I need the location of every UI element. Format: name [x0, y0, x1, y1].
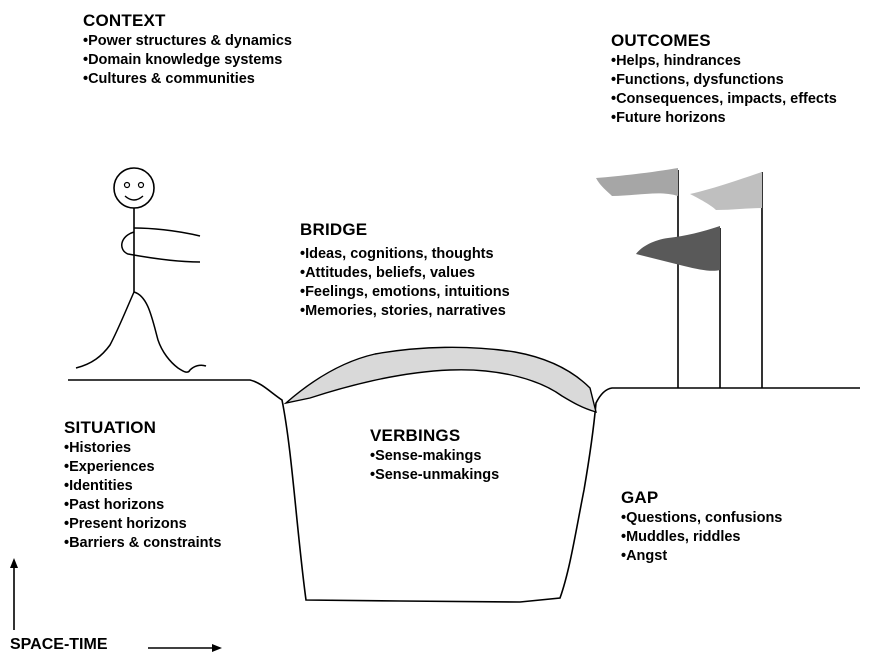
situation-item: •Identities: [64, 478, 133, 494]
stick-figure-head: [113, 167, 155, 209]
gap-block: GAP •Questions, confusions •Muddles, rid…: [621, 487, 782, 566]
bridge-shape: [283, 346, 597, 414]
verbings-block: VERBINGS •Sense-makings •Sense-unmakings: [370, 425, 499, 485]
context-item: •Power structures & dynamics: [83, 33, 292, 49]
stick-figure-left-eye: [123, 181, 131, 189]
situation-heading: SITUATION: [64, 418, 157, 437]
verbings-heading: VERBINGS: [370, 426, 461, 445]
situation-item: •Experiences: [64, 459, 155, 475]
bridge-item: •Memories, stories, narratives: [300, 303, 506, 319]
verbings-item: •Sense-makings: [370, 448, 482, 464]
gap-item: •Angst: [621, 548, 668, 564]
stick-figure-smile: [124, 195, 144, 201]
context-item: •Domain knowledge systems: [83, 52, 283, 68]
outcomes-item: •Consequences, impacts, effects: [611, 91, 837, 107]
situation-item: •Present horizons: [64, 516, 187, 532]
context-list: •Power structures & dynamics •Domain kno…: [83, 32, 292, 89]
flag-right: [690, 172, 762, 210]
ground-and-gap-outline: [68, 379, 860, 603]
verbings-list: •Sense-makings •Sense-unmakings: [370, 447, 499, 485]
situation-item: •Histories: [64, 440, 132, 456]
outcomes-block: OUTCOMES •Helps, hindrances •Functions, …: [611, 30, 837, 128]
context-item: •Cultures & communities: [83, 71, 255, 87]
outcomes-list: •Helps, hindrances •Functions, dysfuncti…: [611, 52, 837, 128]
bridge-list: •Ideas, cognitions, thoughts •Attitudes,…: [300, 245, 510, 321]
outcomes-item: •Future horizons: [611, 110, 726, 126]
space-time-axes: [10, 558, 222, 652]
situation-list: •Histories •Experiences •Identities •Pas…: [64, 439, 221, 553]
bridge-item: •Ideas, cognitions, thoughts: [300, 246, 494, 262]
situation-item: •Past horizons: [64, 497, 165, 513]
situation-block: SITUATION •Histories •Experiences •Ident…: [64, 417, 221, 553]
gap-list: •Questions, confusions •Muddles, riddles…: [621, 509, 782, 566]
flags: [596, 168, 763, 388]
flag-dark: [636, 226, 720, 271]
bridge-block: BRIDGE •Ideas, cognitions, thoughts •Att…: [300, 219, 510, 321]
flag-left: [596, 168, 678, 196]
vertical-axis-arrowhead: [10, 558, 18, 568]
bridge-item: •Feelings, emotions, intuitions: [300, 284, 510, 300]
space-time-label: SPACE-TIME: [10, 636, 108, 653]
gap-heading: GAP: [621, 488, 659, 507]
bridge-item: •Attitudes, beliefs, values: [300, 265, 476, 281]
verbings-item: •Sense-unmakings: [370, 467, 500, 483]
context-heading: CONTEXT: [83, 11, 166, 30]
stick-figure-right-leg: [133, 291, 207, 373]
stick-figure-left-leg: [75, 291, 135, 369]
outcomes-heading: OUTCOMES: [611, 31, 711, 50]
situation-item: •Barriers & constraints: [64, 535, 222, 551]
outcomes-item: •Helps, hindrances: [611, 53, 741, 69]
context-block: CONTEXT •Power structures & dynamics •Do…: [83, 10, 292, 89]
stick-figure-arms: [121, 227, 201, 263]
bridge-heading: BRIDGE: [300, 220, 368, 239]
gap-item: •Muddles, riddles: [621, 529, 741, 545]
outcomes-item: •Functions, dysfunctions: [611, 72, 784, 88]
gap-item: •Questions, confusions: [621, 510, 783, 526]
stick-figure: [75, 167, 207, 373]
horizontal-axis-arrowhead: [212, 644, 222, 652]
stick-figure-right-eye: [137, 181, 145, 189]
